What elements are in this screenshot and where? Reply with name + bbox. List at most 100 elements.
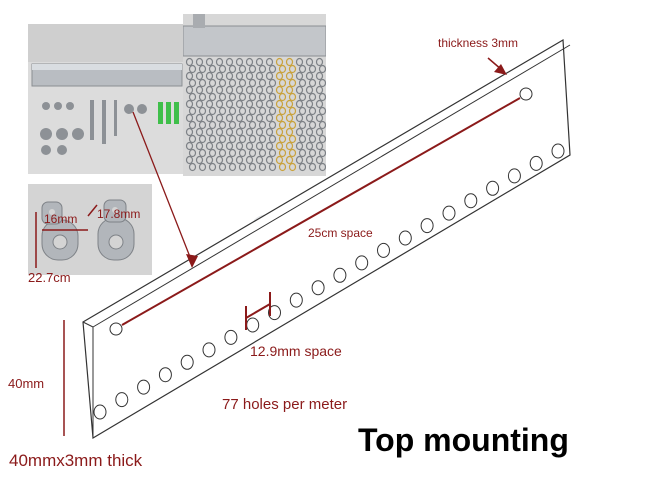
chain-link — [298, 64, 307, 74]
chain-link — [218, 148, 227, 158]
chain-link — [305, 141, 314, 151]
chain-link — [198, 92, 207, 102]
chain-link — [315, 99, 324, 109]
chain-link — [318, 106, 326, 116]
chain-link — [185, 127, 194, 137]
bracket-dimension-lines — [35, 204, 98, 268]
chain-link — [318, 162, 326, 172]
chain-link — [245, 71, 254, 81]
chain-link — [238, 120, 247, 130]
chain-link — [288, 64, 297, 74]
chain-link — [208, 120, 217, 130]
curtain-hole — [137, 379, 151, 395]
chain-link — [218, 134, 227, 144]
chain-link — [215, 127, 224, 137]
chain-link — [265, 155, 274, 165]
chain-link — [285, 127, 294, 137]
chain-link — [198, 134, 207, 144]
chain-link — [235, 155, 244, 165]
chain-link — [315, 71, 324, 81]
chain-link — [298, 134, 307, 144]
chain-link — [228, 148, 237, 158]
chain-link — [188, 106, 197, 116]
chain-link — [268, 120, 277, 130]
hole-spacing-line — [121, 97, 521, 326]
chain-link — [195, 71, 204, 81]
chain-link — [188, 120, 197, 130]
chain-link — [225, 127, 234, 137]
chain-link — [288, 134, 297, 144]
chain-link — [208, 106, 217, 116]
hardware-kit-photo — [28, 24, 183, 174]
chain-link — [238, 134, 247, 144]
chain-link — [285, 113, 294, 123]
chain-link — [318, 92, 326, 102]
curtain-hole — [355, 255, 369, 271]
chain-link — [215, 155, 224, 165]
chain-link — [205, 99, 214, 109]
chain-link — [268, 78, 277, 88]
chain-link — [305, 57, 314, 67]
chain-link — [288, 92, 297, 102]
chain-link — [295, 127, 304, 137]
chain-link — [238, 92, 247, 102]
small-spacing-marker — [245, 292, 271, 330]
chain-link — [275, 113, 284, 123]
chain-link — [198, 106, 207, 116]
chain-link — [308, 120, 317, 130]
chain-link — [215, 85, 224, 95]
chain-link — [305, 127, 314, 137]
chain-link — [305, 71, 314, 81]
chain-link — [278, 64, 287, 74]
chain-link — [225, 57, 234, 67]
chain-link — [265, 99, 274, 109]
chain-link — [218, 162, 227, 172]
chain-link — [235, 85, 244, 95]
chain-link — [265, 113, 274, 123]
chain-link — [258, 148, 267, 158]
chain-link — [205, 71, 214, 81]
chain-link — [208, 162, 217, 172]
hole-spacing-label: 25cm space — [308, 226, 373, 240]
chain-link — [225, 85, 234, 95]
chain-link — [198, 120, 207, 130]
chain-link — [228, 64, 237, 74]
chain-link — [275, 155, 284, 165]
chain-link — [268, 106, 277, 116]
chain-link — [195, 127, 204, 137]
chain-link — [198, 148, 207, 158]
curtain-hole — [507, 168, 521, 184]
chain-link — [225, 71, 234, 81]
curtain-hole — [333, 267, 347, 283]
chain-link — [245, 127, 254, 137]
chain-link — [275, 85, 284, 95]
chain-link — [248, 134, 257, 144]
chain-link — [185, 57, 194, 67]
chain-link — [305, 85, 314, 95]
chain-link — [218, 92, 227, 102]
chain-link — [225, 99, 234, 109]
chain-link — [235, 127, 244, 137]
chain-link — [278, 120, 287, 130]
chain-link — [298, 162, 307, 172]
chain-link — [295, 141, 304, 151]
chain-link — [218, 78, 227, 88]
curtain-hole — [202, 342, 216, 358]
chain-link — [218, 64, 227, 74]
chain-link — [245, 141, 254, 151]
chain-link — [228, 92, 237, 102]
chain-link — [288, 162, 297, 172]
curtain-hole — [93, 404, 107, 420]
chain-link — [188, 148, 197, 158]
mounting-hole-right — [519, 87, 533, 101]
chain-link — [258, 92, 267, 102]
chain-link — [228, 120, 237, 130]
chain-link — [298, 148, 307, 158]
chain-link — [258, 120, 267, 130]
chain-link — [238, 78, 247, 88]
chain-link — [288, 120, 297, 130]
chain-link — [278, 106, 287, 116]
chain-link — [278, 148, 287, 158]
chain-link — [318, 64, 326, 74]
